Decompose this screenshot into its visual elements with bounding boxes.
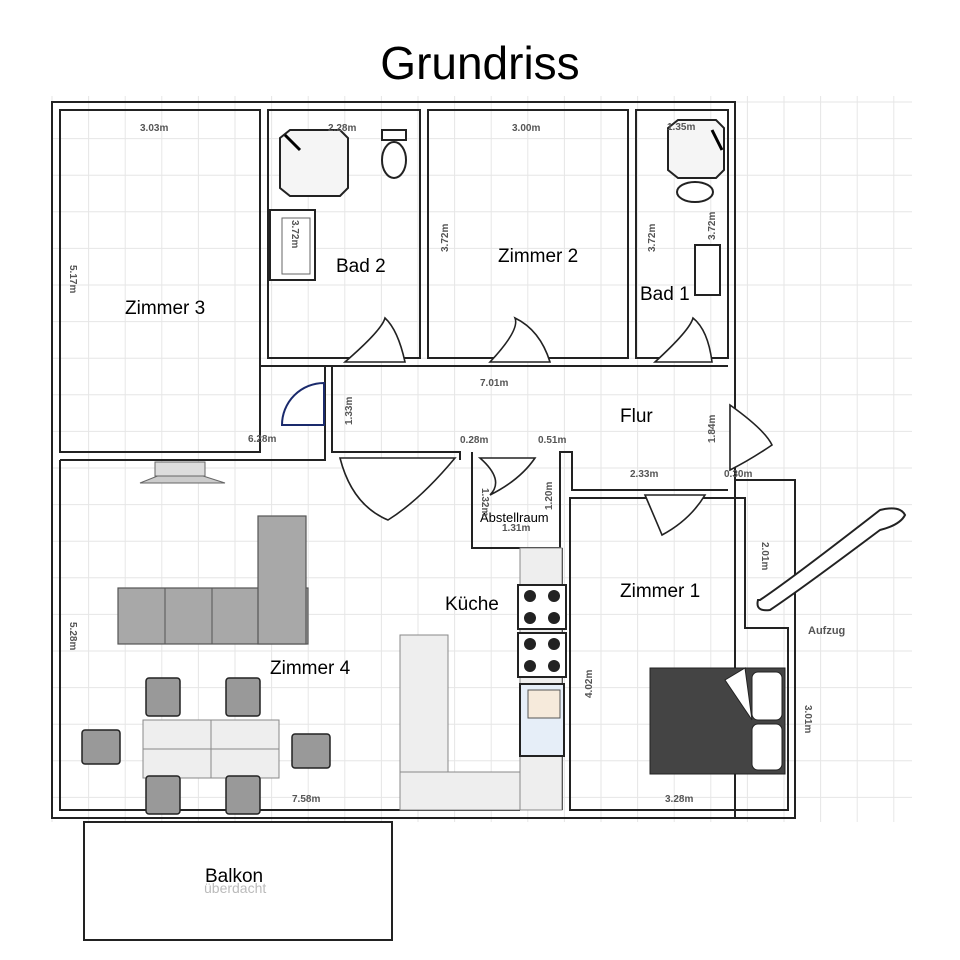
dim-z4-bottom: 7.58m: [292, 794, 320, 805]
bathtub-icon: [269, 209, 316, 281]
dim-flur-side: 1.33m: [344, 397, 355, 425]
label-flur: Flur: [620, 406, 653, 427]
kitchen-counter-bottom-icon: [399, 771, 521, 811]
door-zimmer4: [338, 457, 457, 521]
dim-z1-bottom: 3.28m: [665, 794, 693, 805]
label-zimmer2: Zimmer 2: [498, 246, 578, 267]
dim-bad2-side: 3.72m: [289, 220, 300, 248]
tv-screen-icon: [154, 461, 206, 477]
dim-z2-top: 3.00m: [512, 123, 540, 134]
dim-z1-step: 2.01m: [759, 542, 770, 570]
pillow-icon: [751, 671, 783, 721]
shower-head-icon: [710, 129, 724, 151]
dim-abst-b: 1.20m: [544, 482, 555, 510]
label-balkon-note: überdacht: [204, 880, 266, 896]
stove-icon: [517, 584, 567, 630]
door-bad1: [652, 316, 713, 363]
wall-flur: [260, 365, 728, 549]
label-kueche: Küche: [445, 594, 499, 615]
burners-icon: [524, 590, 560, 672]
dimension-labels: 3.03m 5.17m 6.28m 2.28m 3.72m 3.00m 3.72…: [67, 122, 813, 805]
pillow-icon: [751, 723, 783, 771]
door-zimmer2: [488, 316, 552, 363]
toilet-icon: [676, 181, 714, 203]
dim-z1-side: 4.02m: [584, 670, 595, 698]
dim-flur-right: 1.84m: [707, 415, 718, 443]
aufzug-rail: [756, 507, 907, 612]
chair-icon: [225, 677, 261, 717]
door-abstellraum: [477, 457, 537, 496]
shower-icon: [667, 119, 725, 179]
label-bad1: Bad 1: [640, 284, 690, 305]
wall-bad2: [267, 109, 421, 359]
dim-flur-b: 0.51m: [538, 435, 566, 446]
chair-icon: [81, 729, 121, 765]
dim-z3-top: 3.03m: [140, 123, 168, 134]
sink-basin-icon: [527, 689, 561, 719]
dim-flur-a: 0.28m: [460, 435, 488, 446]
dim-bad1-top: 1.35m: [667, 122, 695, 133]
doors: [280, 316, 774, 537]
kitchen-furniture: [399, 547, 567, 811]
washbasin-icon: [694, 244, 721, 296]
dim-z3-side: 5.17m: [67, 265, 78, 293]
dim-bad2-top: 2.28m: [328, 123, 356, 134]
door-bad2: [342, 316, 406, 363]
dim-bad1-side-b: 3.72m: [707, 212, 718, 240]
label-aufzug: Aufzug: [808, 625, 845, 637]
label-zimmer1: Zimmer 1: [620, 581, 700, 602]
door-zimmer1: [643, 494, 707, 537]
label-zimmer3: Zimmer 3: [125, 298, 205, 319]
stove-icon: [517, 632, 567, 678]
label-balkon: Balkon: [205, 866, 263, 887]
outer-wall-right: [52, 102, 796, 819]
label-zimmer4: Zimmer 4: [270, 658, 351, 679]
bathtub-inner-icon: [281, 217, 311, 275]
door-zimmer3: [280, 381, 325, 426]
chair-icon: [225, 775, 261, 815]
dim-flur-length: 7.01m: [480, 378, 508, 389]
shower-head-icon: [283, 133, 302, 152]
blanket-fold-icon: [724, 667, 753, 721]
dim-abst-a: 1.32m: [479, 488, 490, 516]
dim-z1-right: 3.01m: [802, 705, 813, 733]
dim-z4-side: 5.28m: [67, 622, 78, 650]
chair-icon: [145, 677, 181, 717]
dim-abst-c: 1.31m: [502, 523, 530, 534]
dim-flur-c: 2.33m: [630, 469, 658, 480]
dim-bad1-side-a: 3.72m: [647, 224, 658, 252]
dim-z2-side: 3.72m: [440, 224, 451, 252]
bad1-fixtures: [667, 119, 725, 296]
dim-flur-d: 0.30m: [724, 469, 752, 480]
chair-icon: [145, 775, 181, 815]
chair-icon: [291, 733, 331, 769]
sofa-corner-icon: [257, 515, 307, 645]
wall-zimmer1: [569, 497, 789, 811]
label-bad2: Bad 2: [336, 256, 386, 277]
door-entrance: [729, 403, 774, 472]
zimmer1-furniture: [649, 667, 786, 775]
balkon-area: [83, 821, 393, 941]
wall-zimmer3: [59, 109, 261, 453]
dim-z3-bottom: 6.28m: [248, 434, 276, 445]
toilet-tank-icon: [381, 129, 407, 141]
bad2-fixtures: [269, 129, 407, 281]
page-title: Grundriss: [380, 37, 580, 89]
label-abstellraum: Abstellraum: [480, 510, 549, 525]
toilet-icon: [381, 141, 407, 179]
zimmer4-furniture: [81, 461, 331, 815]
